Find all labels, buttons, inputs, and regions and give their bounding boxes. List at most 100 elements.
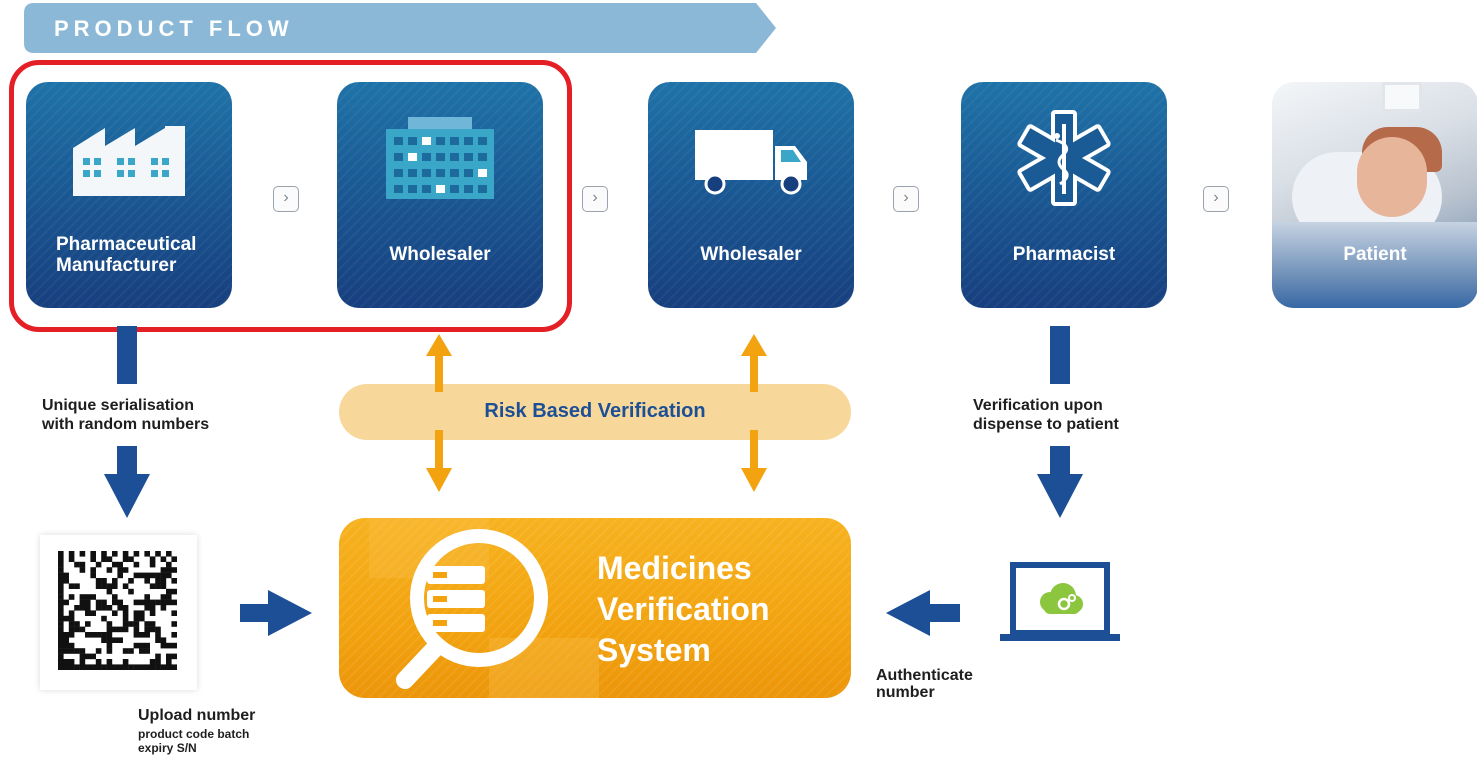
chevron-right-icon: › [893, 186, 919, 212]
datamatrix-module [139, 664, 145, 670]
datamatrix-module [101, 599, 107, 606]
datamatrix-module [166, 642, 172, 649]
datamatrix-module [58, 583, 64, 589]
datamatrix-module [171, 556, 177, 562]
datamatrix-module [117, 605, 123, 611]
datamatrix-module [122, 659, 129, 665]
datamatrix-module [106, 637, 113, 643]
stage-label-line2: Manufacturer [56, 255, 177, 276]
datamatrix-module [112, 664, 118, 670]
datamatrix-module [155, 551, 161, 557]
upload-sub-line1: product code batch [138, 727, 250, 741]
datamatrix-module [106, 664, 113, 670]
datamatrix-module [166, 561, 172, 568]
datamatrix-module [139, 648, 145, 654]
datamatrix-module [95, 583, 102, 589]
datamatrix-code [40, 535, 197, 690]
datamatrix-module [149, 610, 156, 616]
datamatrix-module [90, 632, 96, 638]
datamatrix-module [68, 594, 75, 600]
datamatrix-module [63, 615, 69, 622]
datamatrix-module [63, 578, 69, 584]
datamatrix-module [112, 637, 118, 643]
datamatrix-module [117, 572, 123, 579]
datamatrix-module [106, 659, 113, 665]
datamatrix-module [101, 578, 107, 584]
right-arrow-icon [240, 590, 312, 636]
upload-number-subtitle: product code batch expiry S/N [138, 727, 249, 755]
datamatrix-module [112, 551, 118, 557]
datamatrix-module [58, 621, 64, 627]
datamatrix-module [149, 605, 156, 611]
datamatrix-module [122, 626, 129, 633]
datamatrix-module [58, 588, 64, 595]
datamatrix-module [144, 626, 150, 633]
datamatrix-module [63, 648, 69, 654]
datamatrix-module [160, 594, 167, 600]
datamatrix-module [166, 659, 172, 665]
datamatrix-module [122, 610, 129, 616]
patient-photo-blanket [1272, 222, 1477, 308]
datamatrix-module [74, 648, 80, 654]
datamatrix-module [112, 583, 118, 589]
datamatrix-module [95, 632, 102, 638]
datamatrix-module [95, 648, 102, 654]
chevron-right-icon: › [1203, 186, 1229, 212]
datamatrix-module [101, 605, 107, 611]
verification-note-line2: dispense to patient [973, 416, 1119, 433]
datamatrix-module [171, 588, 177, 595]
datamatrix-module [117, 561, 123, 568]
datamatrix-module [74, 583, 80, 589]
datamatrix-module [112, 610, 118, 616]
datamatrix-module [117, 664, 123, 670]
upload-number-title: Upload number [138, 707, 256, 724]
stage-wholesaler-1: Wholesaler [337, 82, 543, 308]
datamatrix-module [133, 626, 140, 633]
datamatrix-module [149, 561, 156, 568]
verification-note-line1: Verification upon [973, 397, 1103, 414]
datamatrix-module [171, 578, 177, 584]
datamatrix-module [112, 561, 118, 568]
datamatrix-module [160, 572, 167, 579]
datamatrix-module [74, 626, 80, 633]
datamatrix-module [95, 664, 102, 670]
datamatrix-module [68, 664, 75, 670]
datamatrix-module [79, 567, 86, 573]
datamatrix-module [122, 583, 129, 589]
risk-based-verification-label: Risk Based Verification [484, 400, 706, 422]
datamatrix-module [85, 621, 91, 627]
laptop-icon [1000, 560, 1120, 646]
datamatrix-module [68, 556, 75, 562]
chevron-right-icon: › [582, 186, 608, 212]
highlight-box [9, 60, 572, 332]
datamatrix-module [58, 578, 64, 584]
datamatrix-module [166, 588, 172, 595]
datamatrix-module [79, 605, 86, 611]
datamatrix-module [133, 610, 140, 616]
datamatrix-module [58, 572, 64, 579]
stage-label: Wholesaler [700, 244, 802, 265]
datamatrix-module [171, 664, 177, 670]
datamatrix-module [160, 578, 167, 584]
datamatrix-module [112, 626, 118, 633]
datamatrix-module [139, 572, 145, 579]
stage-label: Pharmaceutical Manufacturer [26, 234, 232, 276]
stage-patient: Patient [1272, 82, 1477, 308]
datamatrix-module [122, 621, 129, 627]
datamatrix-module [101, 556, 107, 562]
chevron-right-icon: › [273, 186, 299, 212]
datamatrix-module [68, 615, 75, 622]
datamatrix-module [133, 621, 140, 627]
cloud-gear-icon [1040, 583, 1083, 614]
datamatrix-module [149, 626, 156, 633]
datamatrix-module [95, 599, 102, 606]
datamatrix-module [117, 567, 123, 573]
datamatrix-module [85, 653, 91, 660]
stage-label-line1: Pharmaceutical [56, 234, 197, 255]
datamatrix-module [144, 599, 150, 606]
datamatrix-module [58, 556, 64, 562]
datamatrix-module [149, 599, 156, 606]
factory-icon [26, 108, 232, 208]
datamatrix-module [68, 632, 75, 638]
datamatrix-module [106, 632, 113, 638]
